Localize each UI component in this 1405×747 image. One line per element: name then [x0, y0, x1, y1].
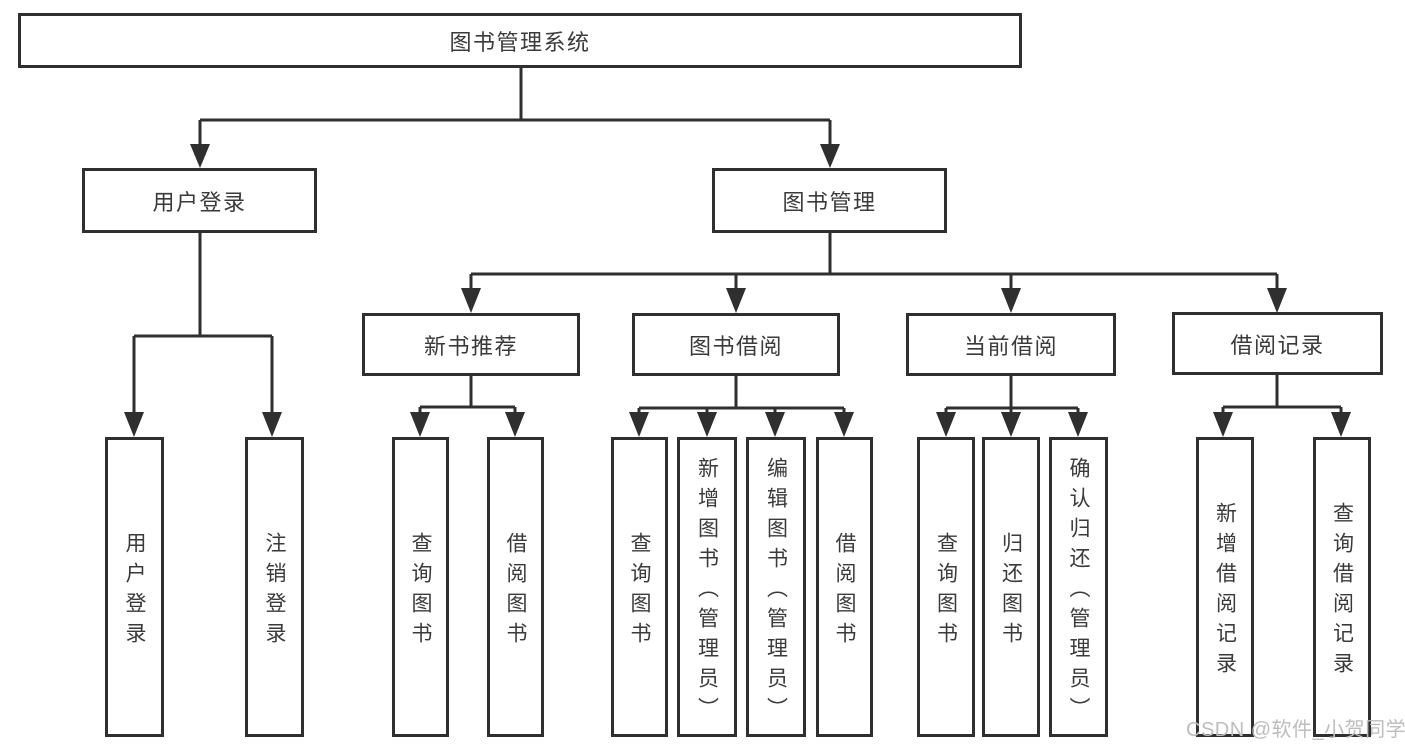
leaf-borrow-borrow-book: 借阅图书: [816, 437, 873, 737]
leaf-current-query-book: 查询图书: [917, 437, 975, 737]
leaf-borrow-query-book: 查询图书: [611, 437, 668, 737]
arrow-down-icon: [1001, 288, 1021, 313]
leaf-borrow-borrow-book-label: 借阅图书: [833, 531, 856, 652]
node-root-label: 图书管理系统: [449, 29, 591, 55]
node-book-management: 图书管理: [712, 168, 947, 233]
leaf-newbook-query-book: 查询图书: [392, 437, 449, 737]
leaf-borrow-add-book-admin-label: 新增图书（管理员）: [695, 456, 719, 727]
node-borrow-records-label: 借阅记录: [1230, 332, 1325, 358]
leaf-records-query-record-label: 查询借阅记录: [1330, 501, 1354, 682]
leaf-records-add-record: 新增借阅记录: [1196, 437, 1254, 737]
arrow-down-icon: [1267, 288, 1287, 313]
arrowhead-icons: [124, 144, 1351, 437]
node-new-book-recommend-label: 新书推荐: [423, 333, 518, 359]
leaf-current-query-book-label: 查询图书: [934, 531, 958, 652]
leaf-newbook-borrow-book: 借阅图书: [487, 437, 544, 737]
leaf-current-confirm-return-admin-label: 确认归还（管理员）: [1067, 456, 1090, 727]
node-book-management-label: 图书管理: [782, 189, 877, 215]
leaf-borrow-add-book-admin: 新增图书（管理员）: [677, 437, 737, 737]
arrow-down-icon: [124, 412, 144, 437]
node-new-book-recommend: 新书推荐: [362, 313, 580, 376]
csdn-watermark: CSDN @软件_小贺同学: [1186, 719, 1405, 741]
arrow-down-icon: [1068, 412, 1088, 437]
leaf-borrow-edit-book-admin-label: 编辑图书（管理员）: [764, 456, 788, 727]
leaf-records-add-record-label: 新增借阅记录: [1213, 501, 1237, 682]
node-user-login-label: 用户登录: [152, 189, 247, 215]
node-current-borrow: 当前借阅: [906, 313, 1116, 376]
arrow-down-icon: [936, 412, 956, 437]
arrow-down-icon: [726, 288, 746, 313]
leaf-borrow-query-book-label: 查询图书: [628, 531, 651, 652]
arrow-down-icon: [190, 144, 210, 168]
arrow-down-icon: [461, 288, 481, 313]
node-user-login: 用户登录: [82, 168, 317, 233]
leaf-current-return-book-label: 归还图书: [999, 531, 1023, 652]
leaf-current-return-book: 归还图书: [982, 437, 1040, 737]
arrow-down-icon: [629, 412, 649, 437]
node-book-borrow: 图书借阅: [632, 313, 840, 376]
leaf-logout: 注销登录: [245, 437, 304, 737]
leaf-user-login-label: 用户登录: [123, 531, 146, 652]
arrow-down-icon: [1001, 412, 1021, 437]
leaf-borrow-edit-book-admin: 编辑图书（管理员）: [746, 437, 806, 737]
leaf-newbook-query-book-label: 查询图书: [409, 531, 432, 652]
connector-elbows: [132, 68, 1343, 416]
arrow-down-icon: [765, 412, 785, 437]
arrow-down-icon: [262, 412, 282, 437]
node-root: 图书管理系统: [18, 13, 1022, 68]
arrow-down-icon: [697, 412, 717, 437]
node-borrow-records: 借阅记录: [1172, 312, 1383, 375]
leaf-current-confirm-return-admin: 确认归还（管理员）: [1049, 437, 1108, 737]
leaf-records-query-record: 查询借阅记录: [1313, 437, 1371, 737]
node-current-borrow-label: 当前借阅: [963, 333, 1058, 359]
arrow-down-icon: [410, 412, 430, 437]
arrow-down-icon: [505, 412, 525, 437]
arrow-down-icon: [820, 144, 840, 168]
arrow-down-icon: [1331, 412, 1351, 437]
arrow-down-icon: [1213, 412, 1233, 437]
leaf-user-login: 用户登录: [105, 437, 164, 737]
arrow-down-icon: [834, 412, 854, 437]
leaf-logout-label: 注销登录: [263, 531, 286, 652]
leaf-newbook-borrow-book-label: 借阅图书: [504, 531, 527, 652]
node-book-borrow-label: 图书借阅: [688, 333, 783, 359]
